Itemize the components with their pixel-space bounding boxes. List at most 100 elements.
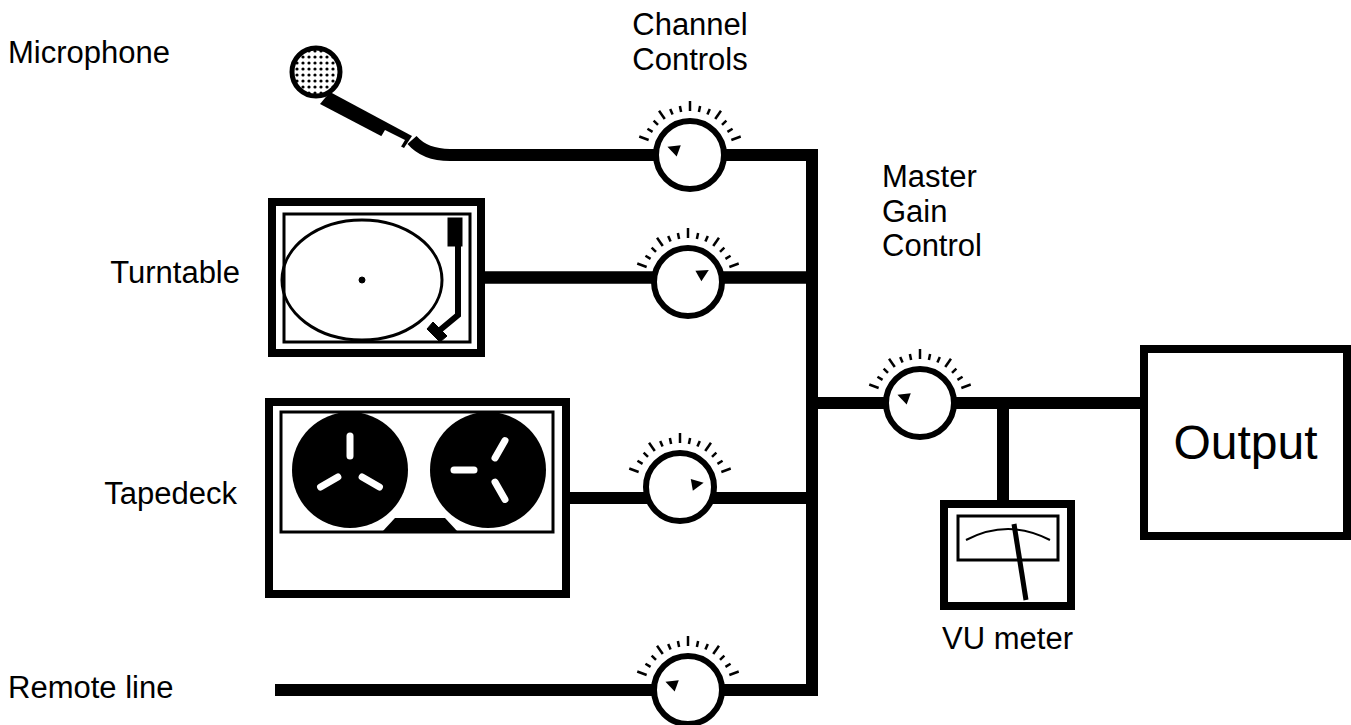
source-label: Remote line (8, 671, 173, 706)
tonearm-head (427, 322, 447, 342)
node-label: Output (1173, 416, 1317, 470)
knob-tick (654, 121, 658, 125)
meter-window (958, 516, 1058, 560)
knob-tick (637, 461, 642, 464)
turntable-spindle (359, 277, 365, 283)
knob-tick (900, 357, 902, 363)
node-label: Tapedeck (104, 477, 237, 512)
knob-tick (945, 359, 951, 367)
knob-pointer (691, 479, 704, 491)
node-label: VU meter (942, 622, 1073, 657)
knob-tick (884, 369, 888, 373)
output-box: Output (1140, 345, 1351, 540)
knob-tick (705, 644, 707, 650)
remote-line-wire (275, 684, 818, 696)
turntable-drawing (282, 214, 470, 342)
knob-tick (657, 646, 663, 654)
knob-tick (679, 433, 682, 443)
knob-tick (649, 443, 655, 451)
master-gain-label: Master Gain Control (882, 160, 1012, 264)
knob-pointer (665, 680, 678, 691)
reel-spoke (321, 477, 338, 487)
microphone-cable (412, 140, 818, 155)
tape-head (382, 518, 458, 532)
microphone-head (292, 48, 340, 96)
knob-tick (645, 256, 650, 259)
microphone-icon (292, 48, 412, 150)
knob-tick (889, 359, 895, 367)
knob-tick (652, 248, 656, 252)
knob-pointer (897, 393, 910, 404)
knob-tick (644, 453, 648, 457)
knob-tick (670, 438, 671, 444)
tape-reel (430, 412, 546, 528)
knob-tick (697, 233, 698, 239)
turntable-platter (282, 220, 442, 340)
knob-tick (722, 121, 726, 125)
knob-tick (705, 236, 707, 242)
reel-spoke (362, 477, 379, 487)
tapedeck-box: Tapedeck (265, 398, 570, 598)
channel-knob (654, 248, 722, 316)
knob-tick (647, 129, 652, 132)
knob-tick (678, 641, 679, 647)
mix-bus (806, 149, 818, 696)
knob-tick (705, 443, 711, 451)
knob-tick (720, 248, 724, 252)
knob-tick (725, 664, 730, 667)
knob-tick (678, 233, 679, 239)
knob-tick (645, 664, 650, 667)
tape-reel (292, 412, 408, 528)
vu-meter-drawing (958, 516, 1058, 600)
knob-tick (689, 101, 692, 111)
knob-tick (652, 656, 656, 660)
knob-pointer (667, 145, 680, 156)
knob-tick (727, 129, 732, 132)
knob-tick (725, 256, 730, 259)
reel-spoke (347, 436, 354, 456)
turntable-box: Turntable (268, 198, 485, 357)
channel-knob (646, 453, 714, 521)
channel-knob (886, 369, 954, 437)
knob-tick (637, 264, 646, 267)
knob-tick (952, 369, 956, 373)
reel-spoke (495, 482, 505, 499)
knob-tick (637, 672, 646, 675)
knob-tick (720, 656, 724, 660)
reel-spokes (321, 436, 505, 499)
reel-spoke (454, 467, 474, 474)
knob-tick (660, 441, 662, 447)
node-label: Turntable (110, 256, 240, 291)
wires (275, 140, 818, 696)
knob-tick (639, 137, 648, 140)
channel-knob (654, 656, 722, 724)
knob-tick (659, 111, 665, 119)
knob-tick (937, 357, 939, 363)
knob-tick (919, 349, 922, 359)
knob-tick (877, 377, 882, 380)
microphone-ring (379, 130, 405, 150)
knob-tick (687, 228, 690, 238)
knob-tick (697, 641, 698, 647)
knob-tick (721, 469, 730, 472)
vu-meter-box: VU meter (940, 500, 1075, 610)
knob-pointer (695, 270, 708, 281)
knob-tick (668, 236, 670, 242)
tonearm (440, 240, 458, 330)
source-label: Microphone (8, 36, 170, 71)
meter-scale (966, 529, 1050, 540)
knob-tick (670, 109, 672, 115)
knob-tick (729, 264, 738, 267)
knob-tick (680, 106, 681, 112)
knob-tick (961, 385, 970, 388)
knob-tick (910, 354, 911, 360)
knob-tick (717, 461, 722, 464)
tapedeck-drawing (281, 412, 553, 532)
knob-tick (689, 438, 690, 444)
knob-tick (712, 453, 716, 457)
knob-tick (713, 238, 719, 246)
knob-tick (957, 377, 962, 380)
knob-tick (697, 441, 699, 447)
